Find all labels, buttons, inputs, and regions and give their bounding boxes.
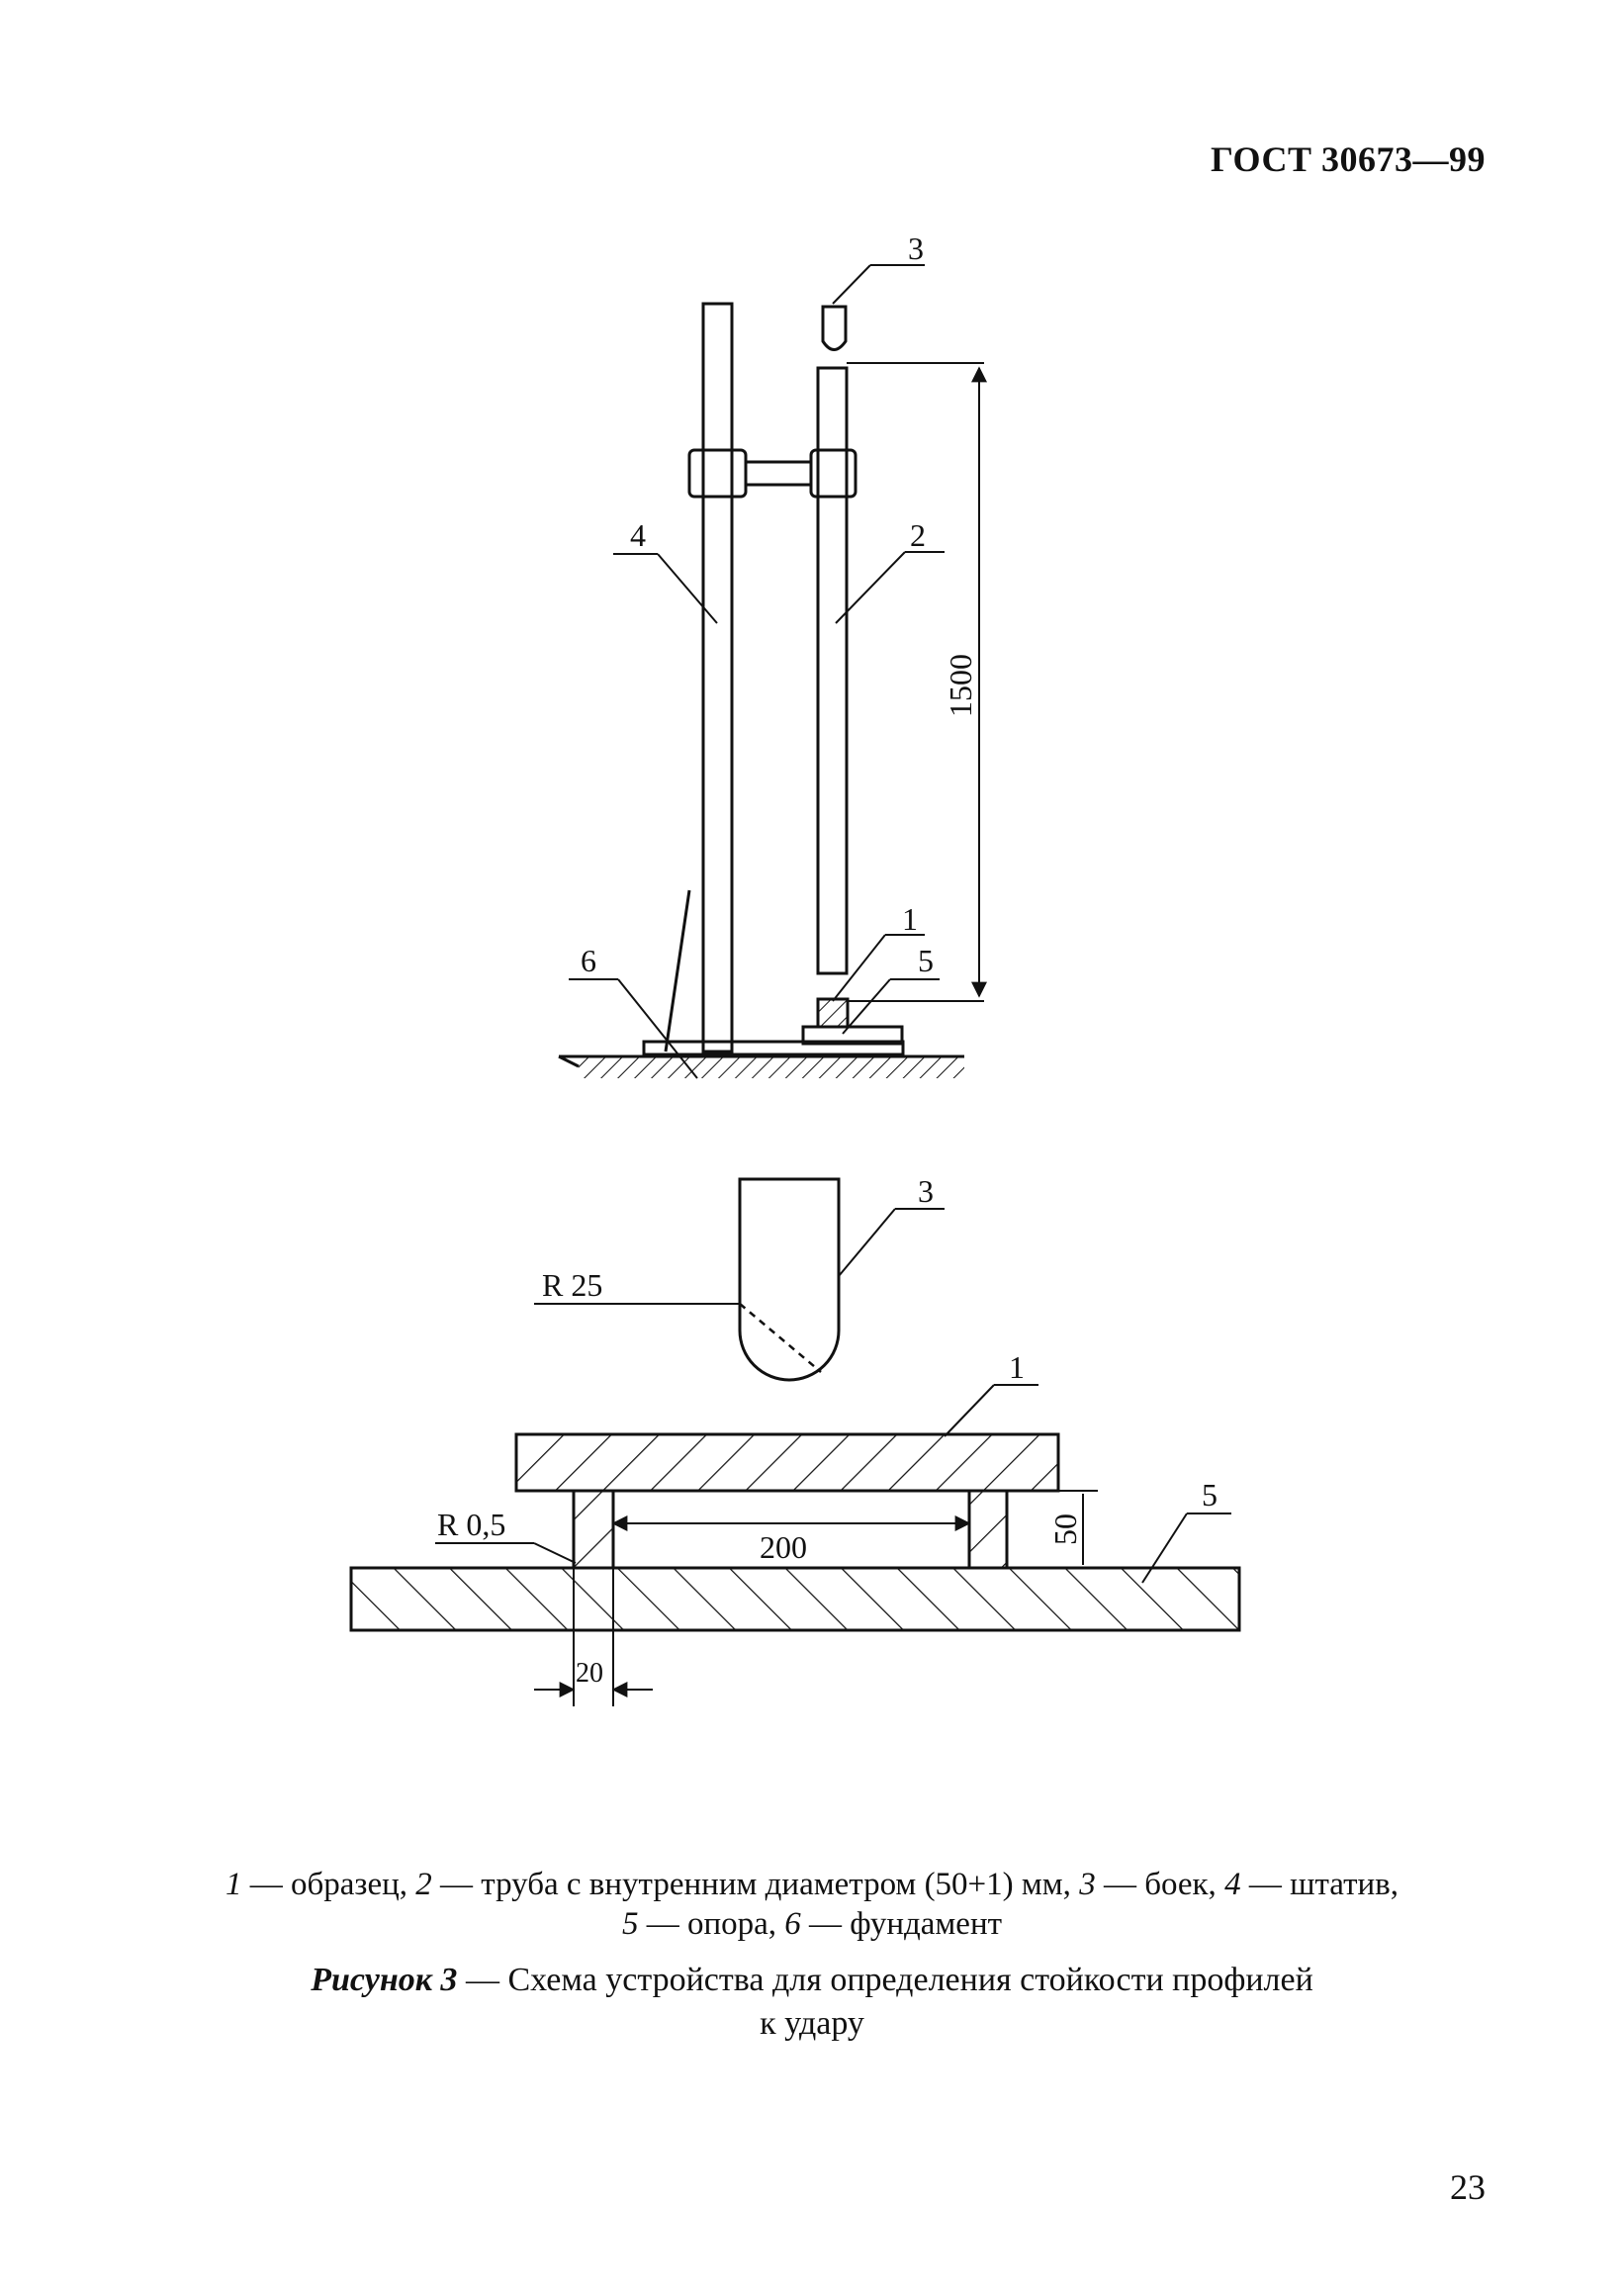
striker (738, 1177, 841, 1382)
legend-num: 1 (225, 1867, 242, 1902)
legend-num: 6 (784, 1906, 801, 1942)
stand-base (642, 1040, 905, 1056)
figure-caption: Рисунок 3 — Схема устройства для определ… (0, 1959, 1624, 2046)
callout-striker: 3 (918, 1173, 934, 1209)
legend-line-2: 5 — опора, 6 — фундамент (0, 1904, 1624, 1944)
callout-support-small: 5 (918, 943, 934, 978)
lower-figure-labels: 3 R 25 1 5 R 0,5 200 50 20 (437, 1173, 1218, 1689)
legend-text: — боек, (1095, 1867, 1225, 1902)
document-code: ГОСТ 30673—99 (1211, 139, 1486, 179)
callout-sample-small: 1 (902, 901, 918, 937)
legend-text: — фундамент (800, 1906, 1003, 1942)
legend-text: — штатив, (1240, 1867, 1399, 1902)
legend-num: 2 (415, 1867, 432, 1902)
lower-figure (349, 1177, 1241, 1706)
callout-stand: 4 (630, 517, 646, 553)
callout-sample: 1 (1009, 1349, 1025, 1385)
upper-figure-labels: 3 4 2 1 5 6 1500 (581, 230, 978, 978)
height-dimension-value: 1500 (943, 654, 978, 717)
ground-hatch (579, 1056, 964, 1078)
sample-small (816, 997, 850, 1029)
support-small (801, 1025, 904, 1046)
page-number: 23 (1450, 2167, 1486, 2207)
callout-striker-small: 3 (908, 230, 924, 266)
figure-legend: 1 — образец, 2 — труба с внутренним диам… (0, 1865, 1624, 1944)
legend-text: — образец, (241, 1867, 416, 1902)
support-base (349, 1566, 1241, 1632)
callout-foundation: 6 (581, 943, 596, 978)
legend-text: — труба с внутренним диаметром (50+1) мм… (431, 1867, 1080, 1902)
upper-figure (558, 264, 987, 1079)
rib-width-dimension: 20 (576, 1658, 603, 1689)
legend-num: 3 (1079, 1867, 1096, 1902)
span-dimension: 200 (760, 1529, 807, 1565)
legend-num: 4 (1224, 1867, 1241, 1902)
sample-plate (514, 1432, 1060, 1493)
tube (816, 366, 849, 975)
caption-line-1: Рисунок 3 — Схема устройства для определ… (0, 1959, 1624, 2002)
support-rib-left (572, 1489, 615, 1570)
support-height-dimension: 50 (1047, 1513, 1083, 1545)
callout-tube: 2 (910, 517, 926, 553)
legend-num: 5 (621, 1906, 639, 1942)
legend-line-1: 1 — образец, 2 — труба с внутренним диам… (0, 1865, 1624, 1904)
striker-radius: R 25 (542, 1267, 602, 1303)
striker-small (821, 305, 848, 351)
callout-support: 5 (1202, 1477, 1218, 1513)
stand-clamp (687, 448, 748, 499)
edge-radius: R 0,5 (437, 1507, 505, 1542)
caption-line-2: к удару (760, 2005, 864, 2042)
stand-pole (701, 302, 734, 1054)
caption-label: Рисунок 3 (311, 1962, 458, 1998)
legend-text: — опора, (638, 1906, 785, 1942)
tube-clamp (809, 448, 857, 499)
caption-text: — Схема устройства для определения стойк… (457, 1962, 1313, 1998)
support-rib-right (967, 1489, 1009, 1570)
